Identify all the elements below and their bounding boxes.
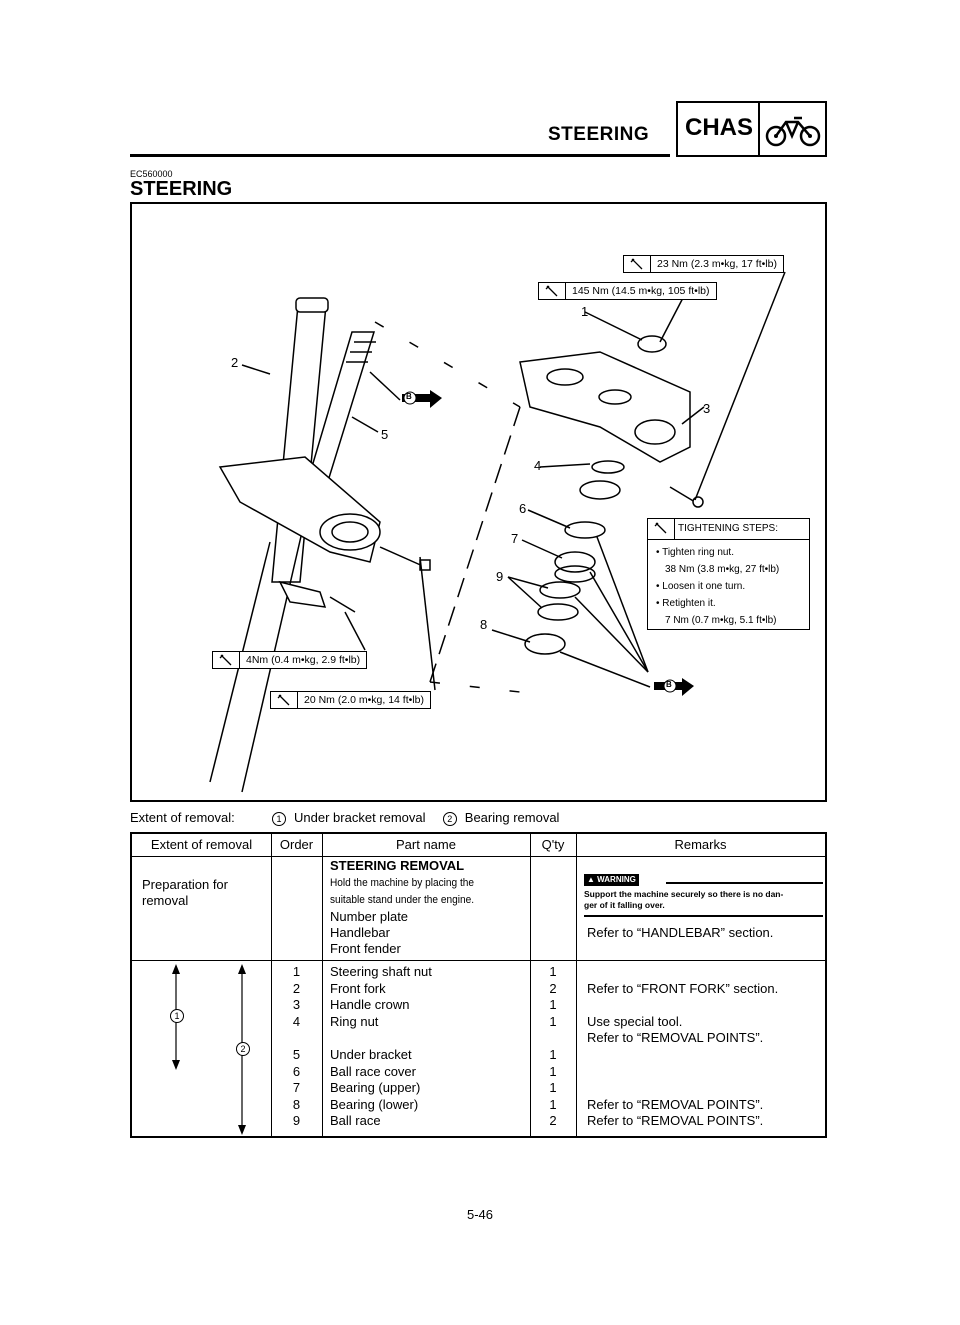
col-header-extent: Extent of removal bbox=[150, 837, 253, 852]
extent-legend: Extent of removal: 1 Under bracket remova… bbox=[130, 810, 559, 826]
prep-part: Front fender bbox=[330, 941, 401, 956]
ring-nut-part bbox=[579, 480, 621, 500]
callout-1: 1 bbox=[581, 304, 589, 319]
torque-wrench-icon bbox=[213, 652, 240, 668]
warning-badge: ▲ WARNING bbox=[584, 874, 639, 886]
torque-wrench-icon bbox=[271, 692, 298, 708]
torque-wrench-icon bbox=[539, 283, 566, 299]
col-header-remarks: Remarks bbox=[674, 837, 727, 852]
torque-label: 145 Nm (14.5 m•kg, 105 ft•lb) bbox=[538, 282, 717, 300]
col-header-order: Order bbox=[279, 837, 314, 852]
prep-extent: Preparation for bbox=[142, 877, 228, 892]
prep-note: Hold the machine by placing the bbox=[330, 877, 475, 889]
grease-mark-icon bbox=[654, 678, 694, 696]
torque-wrench-icon bbox=[648, 519, 675, 539]
range-mark-1: 1 bbox=[170, 1009, 184, 1023]
torque-label: 20 Nm (2.0 m•kg, 14 ft•lb) bbox=[270, 691, 431, 709]
steering-exploded-diagram bbox=[209, 271, 786, 793]
torque-label: 4Nm (0.4 m•kg, 2.9 ft•lb) bbox=[212, 651, 368, 669]
callout-2: 2 bbox=[231, 355, 239, 370]
motorcycle-icon bbox=[765, 116, 821, 147]
table-row: 7 Bearing (upper) 1 bbox=[292, 1080, 557, 1096]
torque-label: 23 Nm (2.3 m•kg, 17 ft•lb) bbox=[623, 255, 784, 273]
chas-badge bbox=[676, 101, 827, 157]
callout-9: 9 bbox=[496, 569, 504, 584]
torque-wrench-icon bbox=[624, 256, 651, 272]
page-title: STEERING bbox=[130, 178, 233, 200]
prep-heading: STEERING REMOVAL bbox=[330, 858, 465, 873]
chas-divider bbox=[758, 101, 760, 157]
callout-7: 7 bbox=[511, 531, 519, 546]
fork-cap-part bbox=[295, 297, 329, 313]
prep-extent: removal bbox=[142, 893, 189, 908]
prep-part: Handlebar bbox=[330, 925, 390, 940]
warning-text: ger of it falling over. bbox=[584, 900, 665, 910]
grease-mark-label: B bbox=[666, 680, 672, 689]
tightening-step: • Retighten it. bbox=[656, 598, 716, 609]
warning-triangle-icon: ▲ bbox=[587, 875, 595, 884]
extent-number: 2 bbox=[442, 811, 457, 826]
callout-3: 3 bbox=[703, 401, 711, 416]
removal-table: Extent of removal Order Part name Q'ty R… bbox=[130, 832, 827, 1138]
chas-label: CHAS bbox=[684, 114, 753, 141]
table-row: 4 Ring nut 1 Use special tool. bbox=[292, 1013, 683, 1029]
table-row: 2 Front fork 2 Refer to “FRONT FORK” sec… bbox=[292, 980, 779, 996]
range-mark-2: 2 bbox=[236, 1042, 250, 1056]
table-row: 9 Ball race 2 Refer to “REMOVAL POINTS”. bbox=[292, 1113, 764, 1129]
tightening-steps-heading: TIGHTENING STEPS: bbox=[678, 523, 779, 534]
page-number: 5-46 bbox=[466, 1207, 494, 1222]
tightening-step: • Tighten ring nut. bbox=[656, 547, 734, 558]
grease-mark-icon bbox=[402, 390, 442, 408]
tightening-step: 7 Nm (0.7 m•kg, 5.1 ft•lb) bbox=[665, 615, 777, 626]
prep-note: suitable stand under the engine. bbox=[330, 894, 475, 906]
extent-item: Bearing removal bbox=[464, 810, 560, 825]
extent-item: Under bracket removal bbox=[294, 810, 426, 825]
warning-text: Support the machine securely so there is… bbox=[584, 889, 784, 899]
tightening-step: 38 Nm (3.8 m•kg, 27 ft•lb) bbox=[665, 564, 780, 575]
steering-shaft-nut-part bbox=[637, 335, 667, 353]
header-rule bbox=[130, 154, 670, 157]
table-row: 6 Ball race cover 1 bbox=[292, 1063, 557, 1079]
callout-4: 4 bbox=[534, 458, 542, 473]
table-row: 3 Handle crown 1 bbox=[292, 997, 557, 1013]
callout-8: 8 bbox=[480, 617, 488, 632]
grease-mark-label: B bbox=[406, 392, 412, 401]
header-section-title: STEERING bbox=[548, 124, 650, 145]
table-row: Refer to “REMOVAL POINTS”. bbox=[587, 1030, 764, 1046]
extent-number: 1 bbox=[272, 811, 287, 826]
table-row: 1 Steering shaft nut 1 bbox=[292, 964, 557, 979]
extent-label: Extent of removal: bbox=[130, 810, 235, 825]
tightening-step: • Loosen it one turn. bbox=[656, 581, 746, 592]
illustration-frame bbox=[130, 202, 827, 802]
prep-remark: Refer to “HANDLEBAR” section. bbox=[587, 925, 774, 940]
prep-part: Number plate bbox=[330, 909, 409, 924]
ball-race-part bbox=[539, 581, 581, 599]
handle-crown-part bbox=[519, 351, 691, 463]
doc-code: EC560000 bbox=[130, 169, 173, 179]
tightening-steps-box: TIGHTENING STEPS: • Tighten ring nut. 38… bbox=[647, 518, 810, 630]
col-header-qty: Q'ty bbox=[541, 837, 565, 852]
ball-race-cover-part bbox=[564, 521, 606, 539]
col-header-part: Part name bbox=[396, 837, 456, 852]
bearing-lower-part bbox=[524, 633, 566, 655]
callout-5: 5 bbox=[381, 427, 389, 442]
callout-6: 6 bbox=[519, 501, 527, 516]
table-row: 5 Under bracket 1 bbox=[292, 1046, 557, 1062]
table-row: 8 Bearing (lower) 1 Refer to “REMOVAL PO… bbox=[292, 1096, 764, 1112]
